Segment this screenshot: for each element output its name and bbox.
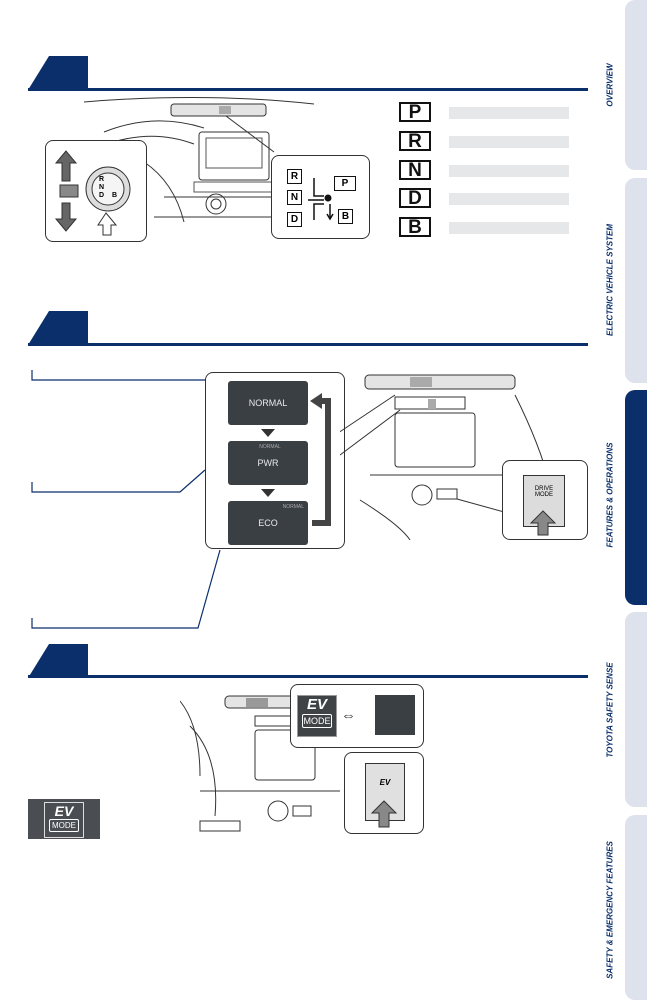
legend-row-r: R <box>399 131 569 153</box>
legend-letter-d: D <box>399 188 431 208</box>
legend-letter-n: N <box>399 160 431 180</box>
dashboard-illustration-2 <box>340 374 551 540</box>
tab-safety-emergency[interactable] <box>625 815 647 1000</box>
section-1-tab <box>28 56 88 90</box>
ev-mode-badge: EV MODE <box>28 799 100 839</box>
pwr-normal-tag: NORMAL <box>259 444 281 450</box>
shifter-closeup: R N D B <box>45 140 147 242</box>
gate-r: R <box>287 169 302 184</box>
ev-indicator-off <box>375 695 415 735</box>
ev-mode-button-closeup: EV <box>344 752 424 834</box>
section-3-rule <box>28 675 588 678</box>
ev-badge-bottom: MODE <box>49 819 79 832</box>
tab-electric-vehicle-system[interactable] <box>625 178 647 383</box>
section-3-tab <box>28 644 88 678</box>
legend-row-b: B <box>399 217 569 239</box>
gate-n: N <box>287 190 302 205</box>
legend-row-p: P <box>399 102 569 124</box>
tab-features-operations[interactable] <box>625 390 647 605</box>
gate-b: B <box>338 209 353 224</box>
gate-d: D <box>287 212 302 227</box>
knob-n-label: N <box>99 184 105 191</box>
ev-indicator-bottom: MODE <box>302 714 332 728</box>
tab-safety-label: SAFETY & EMERGENCY FEATURES <box>605 841 615 979</box>
legend-row-d: D <box>399 188 569 210</box>
eco-mode-label: ECO <box>258 518 278 528</box>
knob-d-label: D <box>99 192 105 199</box>
tab-overview[interactable] <box>625 0 647 170</box>
legend-letter-p: P <box>399 102 431 122</box>
legend-letter-b: B <box>399 217 431 237</box>
drive-mode-line1: DRIVE <box>534 486 554 492</box>
normal-mode-label: NORMAL <box>248 398 288 408</box>
tab-features-label: FEATURES & OPERATIONS <box>605 442 615 548</box>
gate-p: P <box>334 176 356 191</box>
drive-mode-button-closeup: DRIVE MODE <box>502 460 588 540</box>
legend-row-n: N <box>399 160 569 182</box>
normal-mode-screen: NORMAL <box>228 381 308 425</box>
drive-mode-cycle-panel: NORMAL NORMAL PWR NORMAL ECO <box>205 372 345 549</box>
dashboard-illustration-3 <box>180 695 340 832</box>
ev-badge-top: EV <box>54 803 74 819</box>
eco-mode-screen: NORMAL ECO <box>228 501 308 545</box>
section-1-rule <box>28 88 588 91</box>
shift-gate-panel: R N D P B <box>271 155 370 239</box>
ev-button-label: EV <box>379 778 391 787</box>
knob-b-label: B <box>112 192 118 199</box>
pwr-mode-screen: NORMAL PWR <box>228 441 308 485</box>
legend-letter-r: R <box>399 131 431 151</box>
tab-toyota-safety-sense[interactable] <box>625 612 647 807</box>
eco-normal-tag: NORMAL <box>282 504 304 510</box>
drive-mode-line2: MODE <box>535 492 553 498</box>
ev-indicator-top: EV <box>306 696 327 713</box>
toggle-arrow-icon: ⇔ <box>341 707 356 724</box>
knob-r-label: R <box>99 176 105 183</box>
side-tab-column <box>625 0 647 1000</box>
tab-overview-label: OVERVIEW <box>605 63 615 107</box>
ev-mode-indicator-panel: EV MODE ⇔ <box>290 684 424 748</box>
pwr-mode-label: PWR <box>257 458 279 468</box>
tab-ev-system-label: ELECTRIC VEHICLE SYSTEM <box>605 223 615 337</box>
section-2-tab <box>28 311 88 345</box>
ev-mode-indicator: EV MODE <box>297 695 337 737</box>
section-2-rule <box>28 343 588 346</box>
tab-tss-label: TOYOTA SAFETY SENSE <box>605 662 615 758</box>
drive-mode-callouts <box>31 370 230 629</box>
